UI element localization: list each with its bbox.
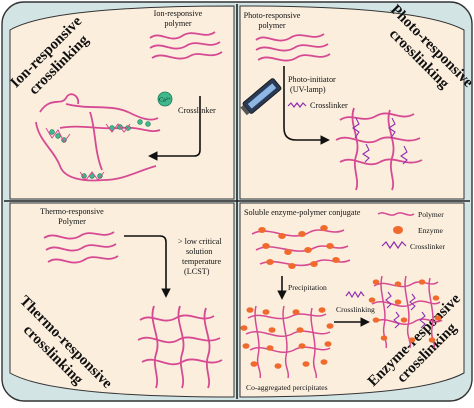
ion-polymer-label-2: polymer	[164, 19, 192, 28]
ion-process-arrow	[148, 96, 201, 161]
photo-crosslinker-legend-zigzag	[287, 102, 307, 108]
thermo-process-arrow	[124, 235, 171, 298]
thermo-panel	[9, 202, 235, 398]
thermo-polymer-label-2: Polymer	[58, 217, 86, 226]
soluble-conjugates	[251, 225, 351, 269]
ion-polymer-strands	[149, 31, 223, 60]
ion-junction-zigzags	[45, 123, 131, 181]
uv-lamp-icon	[240, 78, 282, 116]
thermo-condition-1: > low critical	[178, 237, 222, 246]
photo-polymer-label-1: Photo-responsive	[244, 11, 301, 20]
precipitation-label: Precipitation	[288, 283, 327, 292]
crosslinking-label: Crosslinking	[336, 305, 375, 314]
enzyme-conjugate-label: Soluble enzyme-polymer conjugate	[244, 208, 361, 217]
legend-crosslinker-swatch	[381, 240, 407, 250]
ion-panel	[9, 5, 235, 200]
thermo-network	[137, 305, 223, 389]
aggregate-label: Co-aggregated percipitates	[246, 383, 328, 392]
ion-symbol: Ca²⁺	[159, 97, 171, 104]
photo-panel	[239, 5, 465, 200]
photo-polymer-strands	[255, 33, 331, 62]
photo-crosslink-zigzags	[352, 117, 408, 165]
legend-crosslinker-label: Crosslinker	[410, 242, 445, 251]
thermo-polymer-label-1: Thermo-responsive	[40, 207, 104, 216]
thermo-condition-3: temperature	[182, 257, 221, 266]
ion-crosslinker-label: Crosslinker	[178, 106, 216, 115]
crosslinker-small-zigzag	[345, 290, 365, 299]
thermo-condition-2: solution	[186, 247, 212, 256]
legend-polymer-swatch	[377, 212, 415, 216]
thermo-polymer-strands	[43, 231, 119, 264]
photo-crosslinker-label: Crosslinker	[310, 101, 348, 110]
legend-enzyme-swatch	[393, 226, 403, 234]
photo-initiator-label-1: Photo-initiator	[288, 75, 336, 84]
ion-polymer-label-1: Ion-responsive	[154, 9, 203, 18]
photo-network	[335, 107, 423, 191]
legend-enzyme-label: Enzyme	[418, 226, 444, 235]
crosslinked-aggregate	[368, 275, 443, 349]
photo-polymer-label-2: polymer	[258, 21, 286, 30]
enzyme-legend: Polymer Enzyme Crosslinker	[377, 210, 445, 251]
legend-polymer-label: Polymer	[418, 210, 444, 219]
ion-crosslinker-icon: Ca²⁺	[157, 91, 173, 107]
photo-initiator-label-2: (UV-lamp)	[290, 85, 326, 94]
photo-process-arrow	[283, 66, 330, 145]
co-aggregate	[240, 305, 334, 379]
thermo-condition-4: (LCST)	[184, 267, 210, 276]
